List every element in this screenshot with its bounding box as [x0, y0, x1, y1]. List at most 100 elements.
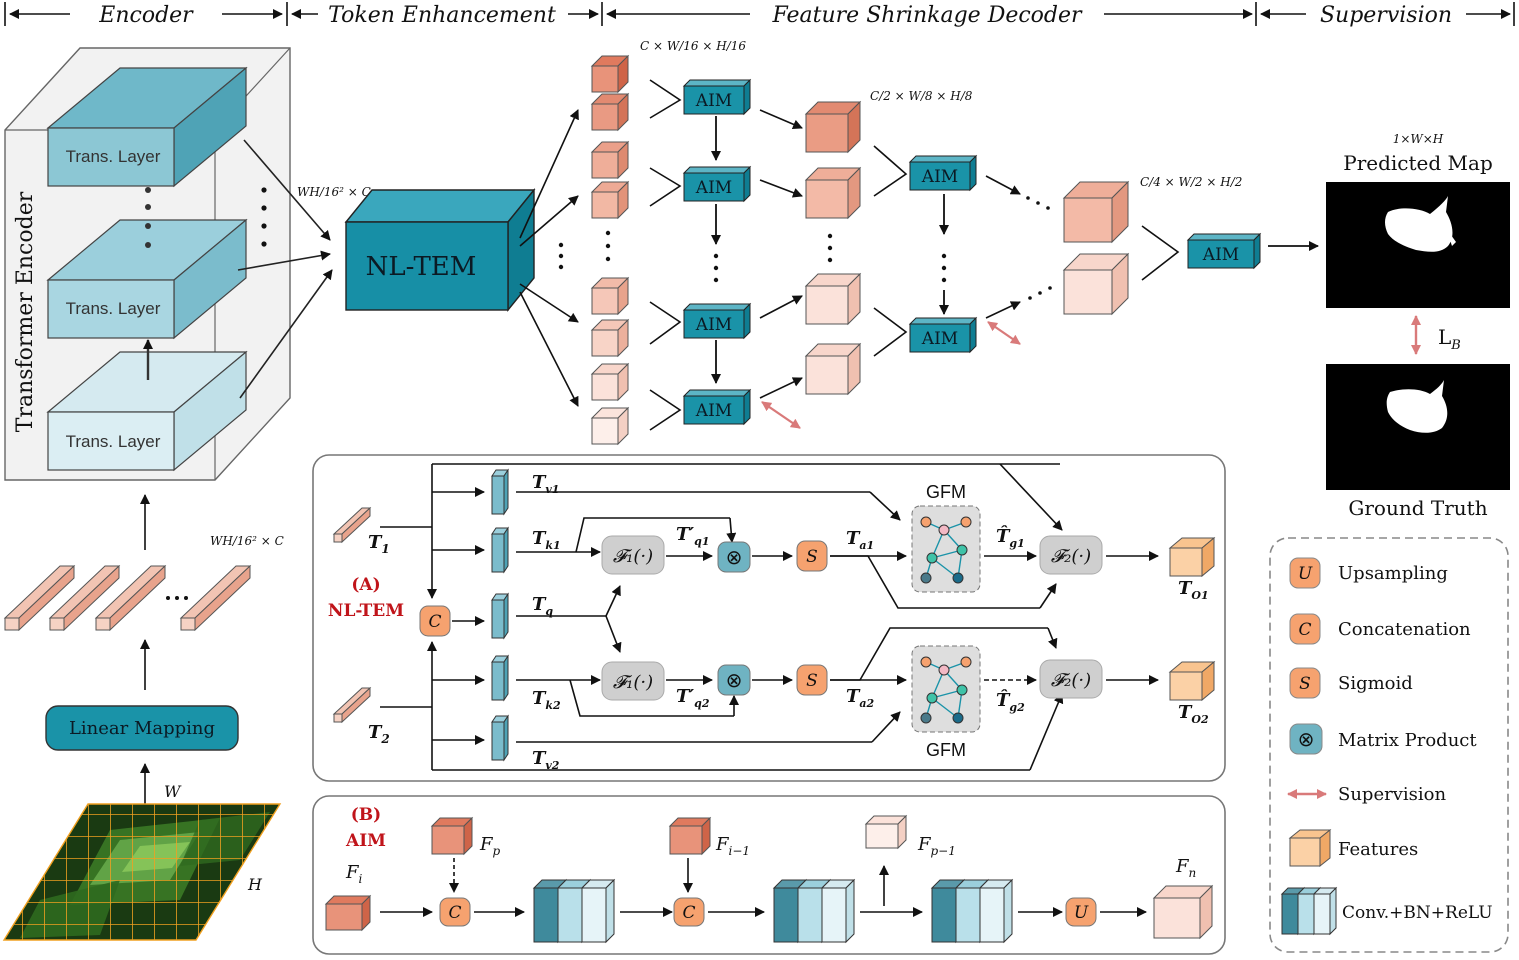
ground-truth-label: Ground Truth: [1348, 496, 1487, 520]
svg-text:⊗: ⊗: [726, 547, 743, 569]
legend-conv: Conv.+BN+ReLU: [1280, 886, 1493, 936]
concat-node: C: [419, 605, 451, 637]
panel-b-index: (B): [351, 805, 381, 825]
svg-text:Features: Features: [1338, 839, 1418, 860]
feature-cube: [590, 140, 630, 180]
conv-stack-3: [930, 878, 1014, 944]
image-width-label: W: [164, 782, 182, 801]
gfm-bottom: [911, 645, 981, 733]
svg-text:Fi−1: Fi−1: [715, 834, 750, 858]
matrix-product-top: ⊗: [717, 541, 751, 573]
svg-text:T′q2: T′q2: [676, 686, 710, 710]
aim-l1-2: AIM: [682, 165, 752, 203]
predicted-map-label: Predicted Map: [1343, 151, 1493, 175]
panel-a-index: (A): [351, 575, 380, 595]
patch-tokens: WH/16² × C: [3, 534, 284, 632]
panel-a-title: NL-TEM: [328, 601, 404, 621]
feature-cube: [590, 406, 630, 446]
legend-features: Features: [1288, 828, 1418, 868]
matrix-product-bottom: ⊗: [717, 664, 751, 696]
transformer-encoder: Trans. Layer Trans. Layer Trans. Layer T…: [4, 47, 291, 481]
decoder-level2-features: [804, 100, 862, 396]
legend-matrix-product: ⊗Matrix Product: [1289, 723, 1477, 755]
feature-cube: [590, 362, 630, 402]
conv-stack-1: [532, 878, 616, 944]
svg-text:S: S: [1299, 674, 1311, 694]
trans-layer-top: Trans. Layer: [46, 66, 248, 188]
linear-mapping-block: Linear Mapping: [45, 705, 239, 751]
feature-cube: [804, 166, 862, 220]
svg-text:Conv.+BN+ReLU: Conv.+BN+ReLU: [1342, 903, 1493, 923]
svg-text:AIM: AIM: [1202, 245, 1239, 265]
f2-op-bottom: 𝓕₂(·): [1039, 659, 1103, 699]
loss-label: LB: [1438, 325, 1461, 353]
input-image: W H: [2, 782, 282, 941]
svg-text:⊗: ⊗: [1298, 729, 1315, 751]
dim-level2: C/2 × W/8 × H/8: [870, 89, 973, 103]
feature-cube: [590, 180, 630, 220]
feature-cube: [1062, 252, 1130, 316]
svg-text:⊗: ⊗: [726, 670, 743, 692]
panel-nl-tem: (A) NL-TEM T1 T2 C Tv1 Tk1 Tq Tk2: [312, 454, 1226, 782]
nl-tem-label: NL-TEM: [366, 252, 477, 282]
aim-l1-4: AIM: [682, 388, 752, 426]
f1-op-bottom: 𝓕₁(·): [601, 661, 665, 701]
svg-text:C: C: [1298, 620, 1311, 640]
feature-cube: [804, 272, 862, 326]
predicted-map-image: [1326, 182, 1510, 308]
upsample-b: U: [1065, 897, 1097, 927]
dim-level3: C/4 × W/2 × H/2: [1140, 175, 1242, 189]
panel-b-title: AIM: [345, 831, 386, 851]
svg-text:Tk2: Tk2: [532, 688, 561, 712]
f1-op-top: 𝓕₁(·): [601, 535, 665, 575]
svg-text:AIM: AIM: [921, 167, 958, 187]
svg-text:𝓕₁(·): 𝓕₁(·): [613, 672, 653, 693]
svg-text:C: C: [682, 903, 695, 923]
f2-op-top: 𝓕₂(·): [1039, 535, 1103, 575]
svg-text:Ta1: Ta1: [846, 528, 874, 552]
svg-text:Upsampling: Upsampling: [1338, 563, 1448, 584]
legend-supervision: Supervision: [1287, 784, 1446, 805]
token-bar-k2: [491, 654, 509, 702]
svg-text:AIM: AIM: [695, 401, 732, 421]
stage-decoder: Feature Shrinkage Decoder: [771, 3, 1083, 28]
token-1: [3, 564, 76, 632]
feature-cube: [590, 318, 630, 358]
svg-text:AIM: AIM: [695, 178, 732, 198]
svg-text:Fp−1: Fp−1: [917, 834, 956, 858]
svg-text:𝓕₂(·): 𝓕₂(·): [1051, 546, 1091, 567]
feature-cube: [590, 54, 630, 94]
transformer-encoder-label: Transformer Encoder: [13, 191, 38, 432]
decoder-level1-features: [590, 54, 630, 446]
token-T1: [332, 506, 372, 544]
token-T2: [332, 686, 372, 724]
feature-Fi: [324, 894, 372, 932]
feature-cube: [804, 100, 862, 154]
svg-text:AIM: AIM: [695, 91, 732, 111]
decoder-level3-features: [1062, 180, 1130, 316]
svg-text:𝓕₁(·): 𝓕₁(·): [613, 546, 653, 567]
svg-text:T̂g2: T̂g2: [996, 689, 1025, 714]
sigmoid-top: S: [796, 540, 828, 572]
token-bar-v1: [491, 468, 509, 516]
conv-stack-2: [772, 878, 856, 944]
gfm-label-top: GFM: [926, 482, 966, 502]
token-bar-k1: [491, 526, 509, 574]
svg-text:C: C: [428, 612, 441, 632]
aim-l3: AIM: [1186, 232, 1262, 270]
svg-text:U: U: [1074, 903, 1089, 923]
feature-Fp: [430, 816, 474, 856]
feature-Fim1: [668, 816, 712, 856]
aim-l1-3: AIM: [682, 302, 752, 340]
pred-dim: 1×W×H: [1393, 132, 1444, 146]
trans-layer-label: Trans. Layer: [66, 432, 161, 451]
feature-cube: [804, 342, 862, 396]
trans-layer-label: Trans. Layer: [66, 299, 161, 318]
token-4: [179, 564, 252, 632]
svg-text:S: S: [806, 547, 818, 567]
